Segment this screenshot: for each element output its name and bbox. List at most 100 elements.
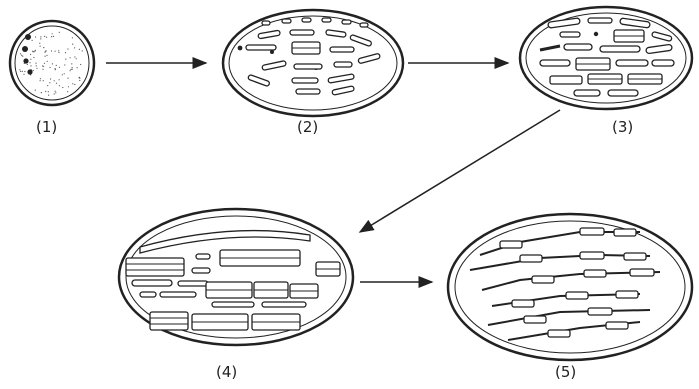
stroma-dot [55,92,56,93]
stroma-dot [52,63,53,64]
stroma-dot [23,74,24,75]
stage-1-stroma-dots [19,32,82,96]
stroma-dot [32,51,33,52]
stroma-dot [33,70,34,71]
stroma-dot [44,52,45,53]
stroma-dot [51,36,52,37]
stage-1-vesicle [27,69,32,74]
stroma-dot [74,56,75,57]
stroma-dot [31,40,32,41]
stroma-dot [62,74,63,75]
stroma-dot [71,63,72,64]
stroma-dot [48,95,49,96]
stroma-dot [54,93,55,94]
stroma-dot [47,61,48,62]
stage-3-cell [520,7,692,109]
stage-4-thylakoids [126,231,340,330]
stroma-dot [30,59,31,60]
stroma-dot [48,91,49,92]
stroma-dot [30,54,31,55]
stage-3-label: (3) [612,118,633,136]
stroma-dot [82,50,83,51]
stroma-dot [64,73,65,74]
stroma-dot [43,47,44,48]
stroma-dot [19,69,20,70]
stroma-dot [40,38,41,39]
stroma-dot [46,55,47,56]
stroma-dot [35,36,36,37]
stroma-dot [45,50,46,51]
stroma-dot [72,83,73,84]
stroma-dot [54,80,55,81]
stroma-dot [40,80,41,81]
stroma-dot [72,44,73,45]
stroma-dot [67,78,68,79]
stage-2-cell [223,10,403,116]
stroma-dot [42,69,43,70]
stroma-dot [21,55,22,56]
stroma-dot [36,68,37,69]
stroma-dot [20,71,21,72]
arrow-3-to-4 [360,110,560,232]
stroma-dot [45,56,46,57]
stroma-dot [59,67,60,68]
stroma-dot [70,57,71,58]
stroma-dot [59,85,60,86]
stroma-dot [40,36,41,37]
stroma-dot [35,63,36,64]
stage-5-label: (5) [555,363,576,381]
stroma-dot [35,50,36,51]
stroma-dot [55,51,56,52]
stroma-dot [50,78,51,79]
stroma-dot [70,69,71,70]
stage-2-outer-membrane [223,10,403,116]
stroma-dot [55,91,56,92]
stroma-dot [74,47,75,48]
stage-5-grana [470,228,660,340]
stroma-dot [72,37,73,38]
stroma-dot [44,63,45,64]
stroma-dot [79,80,80,81]
stage-5-cell [448,214,692,360]
stroma-dot [80,64,81,65]
stroma-dot [44,36,45,37]
stroma-dot [72,67,73,68]
stage-5-outer-membrane [448,214,692,360]
stroma-dot [53,36,54,37]
stroma-dot [76,58,77,59]
stroma-dot [33,57,34,58]
stage-2-label: (2) [297,118,318,136]
stroma-dot [27,64,28,65]
stroma-dot [65,59,66,60]
stroma-dot [58,52,59,53]
stage-4-label: (4) [216,363,237,381]
stroma-dot [49,82,50,83]
stroma-dot [74,84,75,85]
stage-1-vesicle [25,34,31,40]
stroma-dot [59,32,60,33]
stage-4-cell [119,209,353,345]
stroma-dot [79,49,80,50]
stroma-dot [50,67,51,68]
stroma-dot [30,65,31,66]
stage-1-vesicle [23,58,28,63]
stage-1-label: (1) [36,118,57,136]
stroma-dot [40,78,41,79]
stroma-dot [43,80,44,81]
stroma-dot [40,46,41,47]
stroma-dot [22,56,23,57]
stroma-dot [67,48,68,49]
stroma-dot [39,43,40,44]
stroma-dot [56,83,57,84]
stroma-dot [52,33,53,34]
stroma-dot [67,91,68,92]
stage-1-cell [10,21,94,105]
stroma-dot [55,68,56,69]
stroma-dot [41,92,42,93]
stroma-dot [36,65,37,66]
stroma-dot [45,91,46,92]
stroma-dot [64,64,65,65]
stroma-dot [29,62,30,63]
stroma-dot [58,50,59,51]
